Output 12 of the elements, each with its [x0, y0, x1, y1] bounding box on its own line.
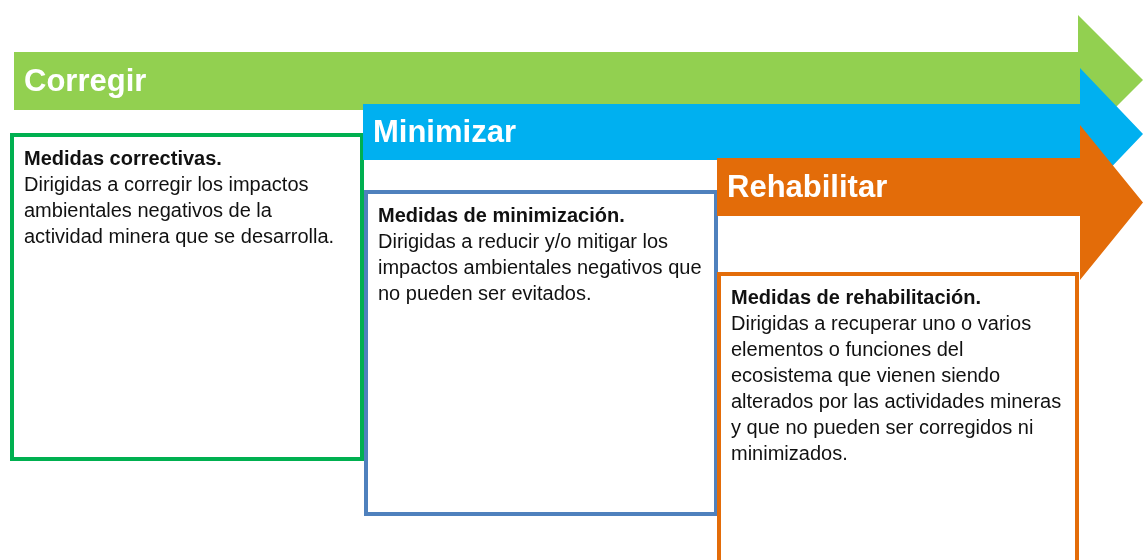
box-heading: Medidas de minimización. [378, 203, 626, 228]
box-text: Dirigidas a reducir y/o mitigar los impactos ambientales negativos que no pueden ser evitados. [378, 229, 703, 306]
box-heading: Medidas correctivas. [24, 146, 223, 171]
text-box [10, 133, 364, 461]
box-heading: Medidas de rehabilitación. [731, 285, 983, 310]
box-text: Dirigidas a corregir los impactos ambientales negativos de la actividad minera que se desarrolla. [24, 172, 336, 249]
text-box [364, 190, 718, 516]
step-title: Corregir [24, 63, 147, 99]
step-title: Rehabilitar [727, 169, 888, 205]
box-text: Dirigidas a recuperar uno o varios elementos o funciones del ecosistema que vienen siendo alterados por las actividades mineras y que no pueden ser corregidos ni minimizados. [731, 311, 1063, 466]
text-box [717, 272, 1079, 560]
step-title: Minimizar [373, 114, 516, 150]
